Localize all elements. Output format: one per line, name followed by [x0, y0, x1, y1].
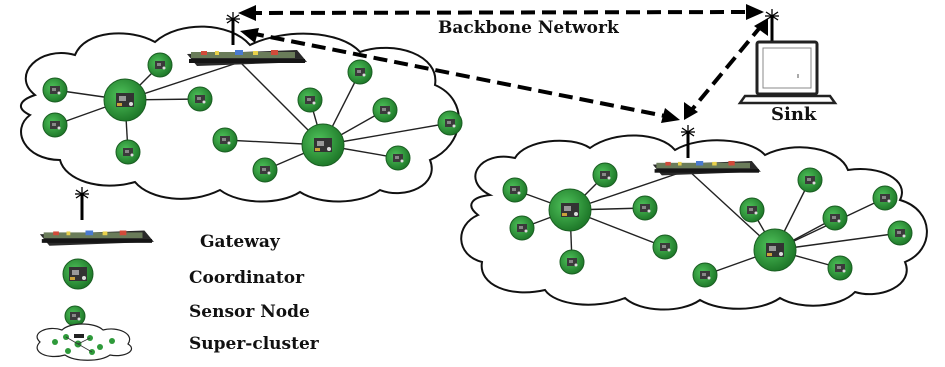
sensor-node	[252, 157, 278, 183]
sensor-node	[887, 220, 913, 246]
sensor-node	[372, 97, 398, 123]
sensor-nodes-right	[502, 162, 913, 288]
backbone-network-label: Backbone Network	[438, 18, 619, 38]
sensor-node	[559, 249, 585, 275]
coordinator-node	[753, 228, 797, 272]
sensor-node	[632, 195, 658, 221]
coordinator-node	[301, 123, 345, 167]
coordinators-right	[548, 188, 797, 272]
sensor-node	[297, 87, 323, 113]
coordinator-node	[103, 78, 147, 122]
sensor-node	[187, 86, 213, 112]
sink-laptop-icon	[737, 7, 838, 105]
sensor-node	[509, 215, 535, 241]
sensor-node	[502, 177, 528, 203]
legend-sensor-node-label: Sensor Node	[189, 302, 310, 322]
sensor-node	[42, 77, 68, 103]
sensor-node	[739, 197, 765, 223]
sensor-node	[652, 234, 678, 260]
sink-label: Sink	[771, 104, 817, 125]
sensor-node	[692, 262, 718, 288]
legend-gateway-label: Gateway	[200, 232, 280, 252]
legend-coordinator-label: Coordinator	[189, 268, 305, 288]
coordinator-node	[548, 188, 592, 232]
sensor-node	[115, 139, 141, 165]
backbone-links	[247, 10, 764, 119]
legend-sensor-node-icon	[64, 305, 86, 327]
legend-coordinator-icon	[62, 258, 94, 290]
sensor-node	[827, 255, 853, 281]
sensor-node	[347, 59, 373, 85]
legend-gateway-icon	[39, 185, 154, 246]
sensor-node	[385, 145, 411, 171]
legend-super-cluster-icon	[36, 323, 133, 361]
sensor-node	[212, 127, 238, 153]
sensor-node	[822, 205, 848, 231]
sensor-node	[42, 112, 68, 138]
backbone-arrowheads	[238, 4, 768, 123]
sensor-node	[797, 167, 823, 193]
sensor-node	[872, 185, 898, 211]
sensor-node	[147, 52, 173, 78]
coordinators-left	[103, 78, 345, 167]
sensor-node	[437, 110, 463, 136]
sensor-node	[592, 162, 618, 188]
sensor-nodes-left	[42, 52, 463, 183]
legend-super-cluster-label: Super-cluster	[189, 334, 319, 354]
